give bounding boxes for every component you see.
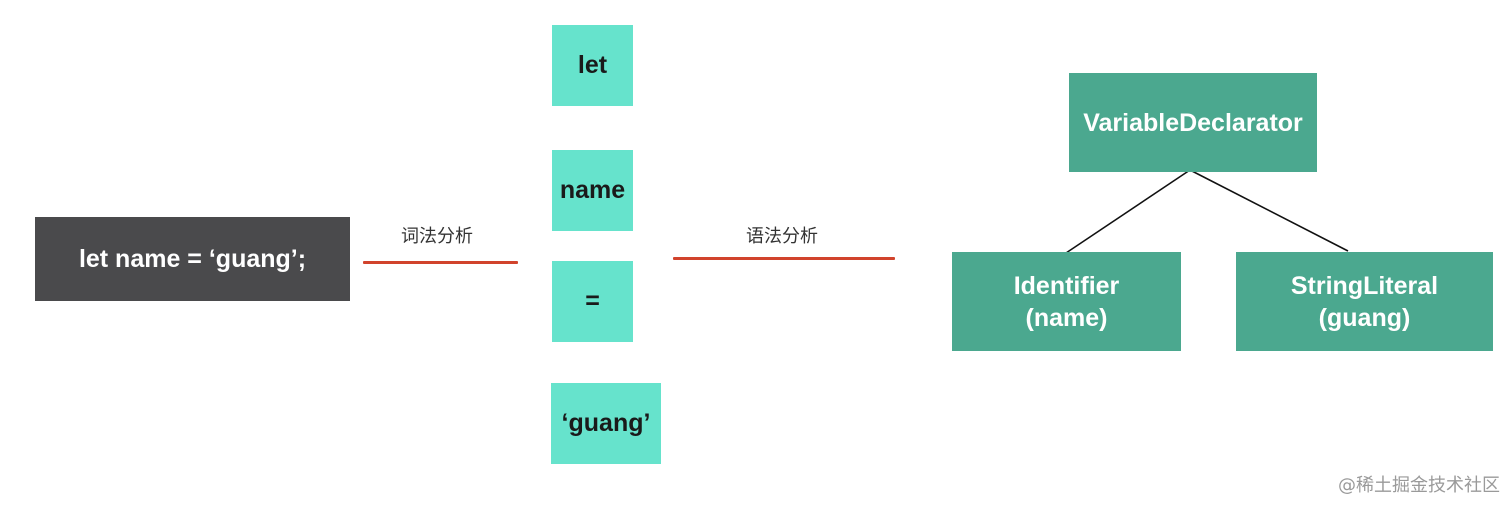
token-string: ‘guang’ <box>551 383 661 464</box>
token-let-label: let <box>577 51 608 79</box>
ast-stringliteral-type: StringLiteral <box>1290 271 1439 300</box>
ast-node-identifier: Identifier (name) <box>952 252 1181 351</box>
ast-node-variable-declarator: VariableDeclarator <box>1069 73 1317 172</box>
token-equals: = <box>552 261 633 342</box>
ast-edge-stringliteral <box>1189 169 1349 252</box>
token-equals-label: = <box>585 287 600 315</box>
token-name-label: name <box>559 176 626 204</box>
lexical-analysis-line <box>363 261 518 264</box>
source-code-text: let name = ‘guang’; <box>78 244 307 273</box>
syntax-analysis-line <box>673 257 895 260</box>
ast-edge-identifier <box>1065 169 1191 254</box>
watermark: @稀土掘金技术社区 <box>1338 475 1500 496</box>
token-string-label: ‘guang’ <box>561 409 651 437</box>
lexical-analysis-label: 词法分析 <box>401 226 473 247</box>
syntax-analysis-label: 语法分析 <box>746 226 818 247</box>
ast-identifier-type: Identifier <box>1013 271 1120 300</box>
ast-identifier-value: (name) <box>1025 303 1108 332</box>
ast-stringliteral-value: (guang) <box>1318 303 1411 332</box>
ast-root-label: VariableDeclarator <box>1083 108 1303 137</box>
token-name: name <box>552 150 633 231</box>
source-code-box: let name = ‘guang’; <box>35 217 350 301</box>
ast-node-stringliteral: StringLiteral (guang) <box>1236 252 1493 351</box>
token-let: let <box>552 25 633 106</box>
